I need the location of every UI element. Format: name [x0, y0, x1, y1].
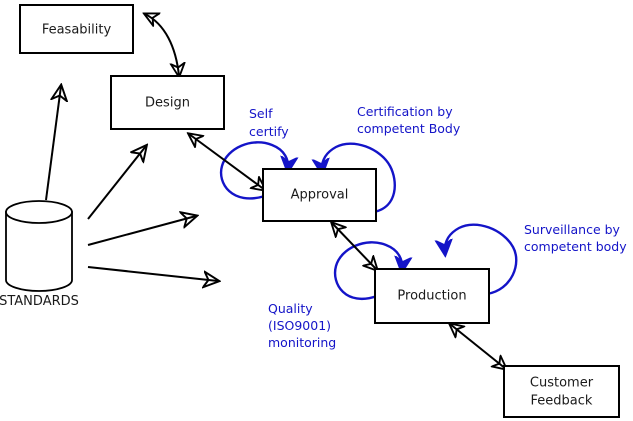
node-design-label: Design	[145, 96, 190, 111]
node-production-label: Production	[397, 289, 466, 304]
annotation-surveillance-line1: Surveillance by	[524, 222, 621, 237]
annotation-self-certify-line2: certify	[249, 124, 289, 139]
annotation-self-certify-line1: Self	[249, 106, 273, 121]
flow-standards-to-production	[87, 266, 218, 281]
annotation-quality-iso9001-monitoring: Quality (ISO9001) monitoring	[268, 301, 336, 350]
annotation-quality-line3: monitoring	[268, 335, 336, 350]
node-customer-feedback[interactable]: Customer Feedback	[503, 365, 620, 418]
flow-standards-to-design	[87, 146, 146, 220]
annotation-quality-line1: Quality	[268, 301, 313, 316]
node-feasability[interactable]: Feasability	[19, 4, 134, 54]
annotation-self-certify: Self certify	[249, 106, 289, 139]
flow-approval-production	[332, 223, 377, 270]
loop-surveillance	[445, 223, 518, 296]
flow-standards-to-feasability	[45, 86, 61, 201]
annotation-quality-line2: (ISO9001)	[268, 318, 331, 333]
annotation-surveillance-line2: competent body	[524, 239, 627, 254]
loop-certification	[322, 142, 396, 214]
node-standards[interactable]: STANDARDS	[0, 200, 79, 309]
node-customer-feedback-label-line2: Feedback	[531, 394, 593, 409]
node-standards-label: STANDARDS	[0, 294, 79, 309]
flow-design-approval	[189, 134, 265, 190]
node-feasability-label: Feasability	[42, 23, 112, 38]
node-customer-feedback-label-line1: Customer	[530, 376, 594, 391]
flow-design-to-feasability	[145, 14, 179, 76]
node-design[interactable]: Design	[110, 75, 225, 130]
node-approval-label: Approval	[291, 188, 349, 203]
flow-production-customer-feedback	[450, 324, 506, 369]
node-production[interactable]: Production	[374, 268, 490, 324]
node-approval[interactable]: Approval	[262, 168, 377, 222]
flow-standards-to-approval	[87, 216, 196, 246]
annotation-certification-by-competent-body: Certification by competent Body	[357, 104, 461, 136]
annotation-certification-line1: Certification by	[357, 104, 453, 119]
annotation-surveillance-by-competent-body: Surveillance by competent body	[524, 222, 627, 254]
annotation-certification-line2: competent Body	[357, 121, 461, 136]
